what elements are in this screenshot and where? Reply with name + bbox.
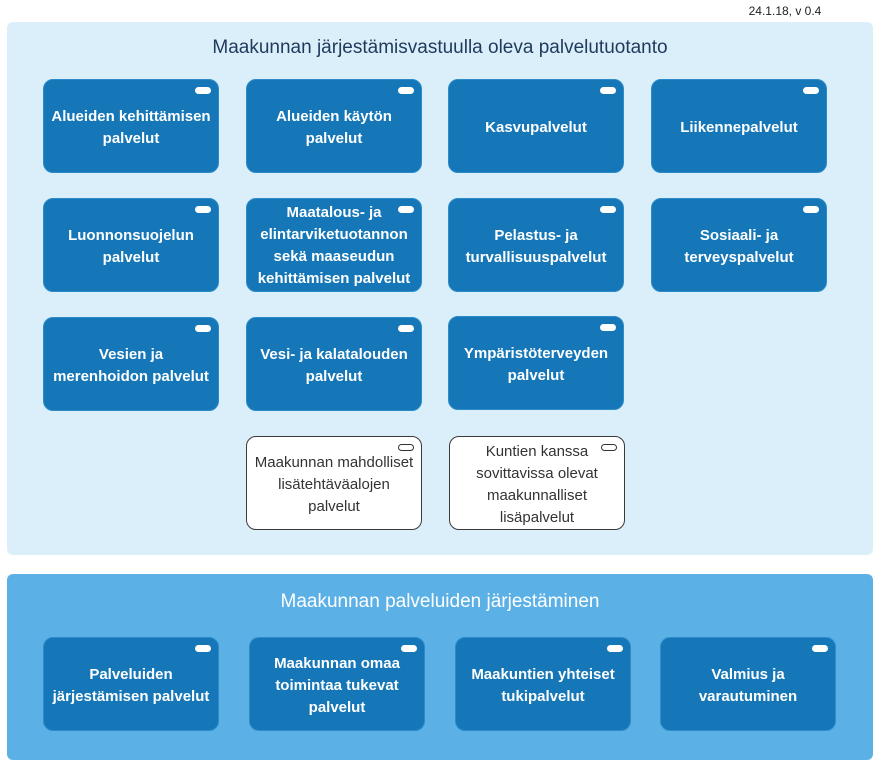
service-label: Valmius ja varautuminen xyxy=(698,666,798,705)
service-box[interactable]: Valmius ja varautuminen xyxy=(660,637,836,731)
component-tag-icon xyxy=(401,645,417,652)
service-label: Maakunnan omaa toimintaa tukevat palvelu… xyxy=(274,655,400,716)
service-label: Maakuntien yhteiset tukipalvelut xyxy=(471,666,615,705)
component-tag-icon xyxy=(195,206,211,213)
component-tag-icon xyxy=(600,87,616,94)
service-box[interactable]: Maakuntien yhteiset tukipalvelut xyxy=(455,637,631,731)
component-tag-icon xyxy=(803,206,819,213)
service-label: Kuntien kanssa sovittavissa olevat maaku… xyxy=(476,443,598,526)
service-box[interactable]: Vesien ja merenhoidon palvelut xyxy=(43,317,219,411)
component-tag-icon xyxy=(601,444,617,451)
component-tag-icon xyxy=(398,87,414,94)
service-label: Maakunnan mahdolliset lisätehtäväalojen … xyxy=(254,454,414,515)
service-label: Kasvupalvelut xyxy=(485,119,587,136)
component-tag-icon xyxy=(195,87,211,94)
service-label: Maatalous- ja elintarviketuotannon sekä … xyxy=(257,204,411,287)
service-box[interactable]: Palveluiden järjestämisen palvelut xyxy=(43,637,219,731)
service-box[interactable]: Maakunnan omaa toimintaa tukevat palvelu… xyxy=(249,637,425,731)
optional-service-box[interactable]: Maakunnan mahdolliset lisätehtäväalojen … xyxy=(246,436,422,530)
service-box[interactable]: Kasvupalvelut xyxy=(448,79,624,173)
component-tag-icon xyxy=(607,645,623,652)
service-label: Luonnonsuojelun palvelut xyxy=(68,227,194,266)
service-box[interactable]: Vesi- ja kalatalouden palvelut xyxy=(246,317,422,411)
service-label: Liikennepalvelut xyxy=(680,119,798,136)
component-tag-icon xyxy=(398,206,414,213)
service-box[interactable]: Alueiden kehittämisen palvelut xyxy=(43,79,219,173)
service-label: Ympäristöterveyden palvelut xyxy=(463,345,609,384)
component-tag-icon xyxy=(600,324,616,331)
service-box[interactable]: Luonnonsuojelun palvelut xyxy=(43,198,219,292)
service-label: Palveluiden järjestämisen palvelut xyxy=(52,666,210,705)
service-box[interactable]: Alueiden käytön palvelut xyxy=(246,79,422,173)
service-label: Alueiden käytön palvelut xyxy=(276,108,392,147)
service-box[interactable]: Ympäristöterveyden palvelut xyxy=(448,316,624,410)
component-tag-icon xyxy=(812,645,828,652)
component-tag-icon xyxy=(398,444,414,451)
component-tag-icon xyxy=(195,325,211,332)
service-box[interactable]: Liikennepalvelut xyxy=(651,79,827,173)
component-tag-icon xyxy=(600,206,616,213)
service-label: Sosiaali- ja terveyspalvelut xyxy=(684,227,794,266)
service-label: Pelastus- ja turvallisuuspalvelut xyxy=(465,227,607,266)
service-box[interactable]: Maatalous- ja elintarviketuotannon sekä … xyxy=(246,198,422,292)
version-label: 24.1.18, v 0.4 xyxy=(748,4,822,18)
bottom-panel-title: Maakunnan palveluiden järjestäminen xyxy=(280,591,600,612)
service-label: Vesi- ja kalatalouden palvelut xyxy=(260,346,408,385)
service-label: Alueiden kehittämisen palvelut xyxy=(51,108,211,147)
service-label: Vesien ja merenhoidon palvelut xyxy=(53,346,209,385)
component-tag-icon xyxy=(398,325,414,332)
component-tag-icon xyxy=(803,87,819,94)
component-tag-icon xyxy=(195,645,211,652)
service-box[interactable]: Sosiaali- ja terveyspalvelut xyxy=(651,198,827,292)
service-box[interactable]: Pelastus- ja turvallisuuspalvelut xyxy=(448,198,624,292)
optional-service-box[interactable]: Kuntien kanssa sovittavissa olevat maaku… xyxy=(449,436,625,530)
top-panel-title: Maakunnan järjestämisvastuulla oleva pal… xyxy=(212,37,668,58)
